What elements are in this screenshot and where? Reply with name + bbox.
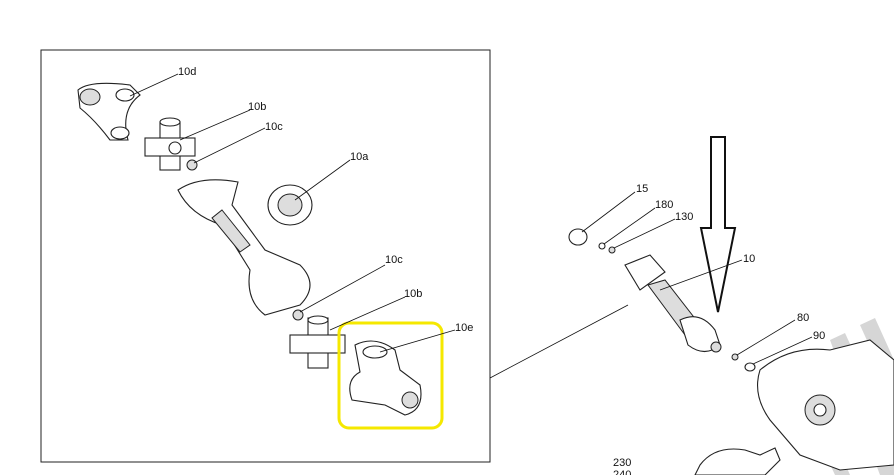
fitting-10c-lower	[292, 309, 304, 321]
label-10d: 10d	[178, 66, 196, 78]
shaft-assembly	[177, 179, 311, 316]
inset-leader-line	[489, 304, 629, 379]
differential-housing	[757, 339, 894, 471]
label-10: 10	[743, 253, 755, 265]
fitting-10c-upper	[186, 159, 198, 171]
label-90: 90	[813, 330, 825, 342]
yoke-10d	[77, 82, 141, 141]
yoke-10e	[349, 340, 422, 416]
label-80: 80	[797, 312, 809, 324]
label-10c-lower: 10c	[385, 254, 403, 266]
ring-130	[608, 246, 616, 254]
label-180: 180	[655, 199, 673, 211]
ring-180	[598, 242, 606, 250]
label-240: 240	[613, 469, 631, 475]
cross-10b-lower	[289, 315, 346, 369]
label-10b-lower: 10b	[404, 288, 422, 300]
label-10a: 10a	[350, 151, 369, 163]
label-230: 230	[613, 457, 631, 469]
inset-frame	[40, 49, 491, 463]
axle-joint-230	[694, 447, 781, 475]
seal-15	[568, 228, 588, 246]
label-10b-upper: 10b	[248, 101, 266, 113]
driveshaft-10	[624, 254, 722, 353]
highlight-box-10e	[337, 321, 444, 430]
label-10c-upper: 10c	[265, 121, 283, 133]
cross-10b-upper	[144, 117, 196, 171]
label-130: 130	[675, 211, 693, 223]
washer-90	[744, 362, 756, 372]
boot-10a	[267, 184, 313, 226]
label-10e: 10e	[455, 322, 473, 334]
label-15: 15	[636, 183, 648, 195]
bolt-80	[731, 353, 739, 361]
down-arrow	[699, 136, 737, 313]
